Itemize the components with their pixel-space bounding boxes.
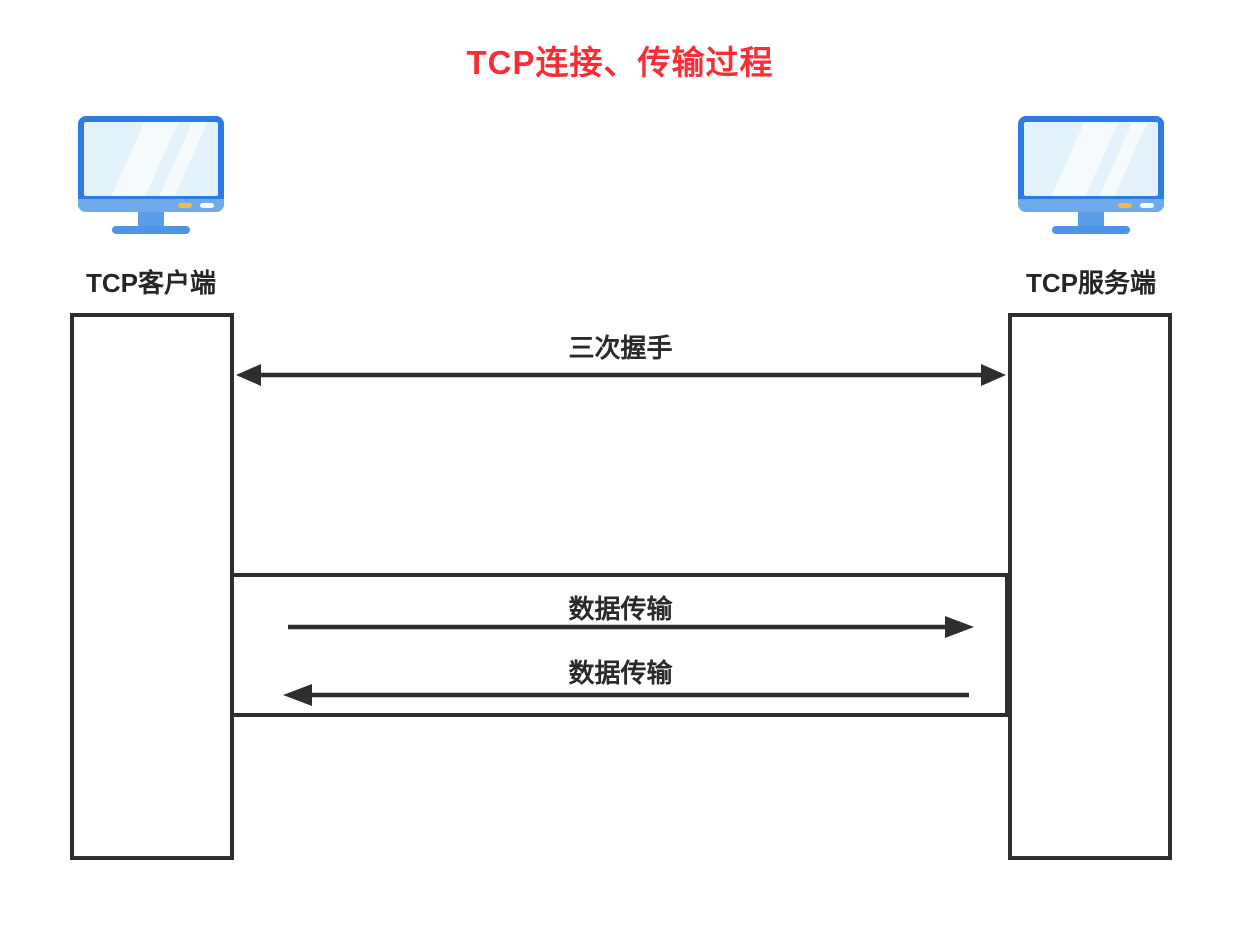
monitor-screen bbox=[84, 122, 218, 196]
data-to-client-label: 数据传输 bbox=[568, 658, 673, 688]
client-device: TCP客户端 bbox=[78, 116, 224, 300]
monitor-button-white bbox=[200, 203, 214, 208]
monitor-frame bbox=[78, 116, 224, 212]
diagram-title: TCP连接、传输过程 bbox=[466, 44, 774, 81]
client-label: TCP客户端 bbox=[85, 268, 216, 298]
monitor-stand bbox=[138, 212, 164, 227]
monitor-button-white bbox=[1140, 203, 1154, 208]
monitor-bezel-bar bbox=[78, 199, 224, 212]
data-to-server-label: 数据传输 bbox=[568, 594, 673, 624]
client-lifeline bbox=[70, 313, 234, 860]
data-to-server-arrow bbox=[288, 616, 974, 638]
server-label: TCP服务端 bbox=[1025, 268, 1156, 298]
handshake-label: 三次握手 bbox=[568, 333, 673, 363]
monitor-screen bbox=[1024, 122, 1158, 196]
data-to-client-arrow bbox=[283, 684, 969, 706]
computer-monitor-icon bbox=[78, 116, 224, 234]
computer-monitor-icon bbox=[1018, 116, 1164, 234]
monitor-button-orange bbox=[178, 203, 192, 208]
monitor-stand bbox=[1078, 212, 1104, 227]
server-lifeline bbox=[1008, 313, 1172, 860]
monitor-button-orange bbox=[1118, 203, 1132, 208]
monitor-bezel-bar bbox=[1018, 199, 1164, 212]
server-device: TCP服务端 bbox=[1018, 116, 1164, 300]
handshake-double-arrow bbox=[236, 364, 1006, 386]
monitor-frame bbox=[1018, 116, 1164, 212]
monitor-base bbox=[112, 226, 190, 234]
monitor-base bbox=[1052, 226, 1130, 234]
